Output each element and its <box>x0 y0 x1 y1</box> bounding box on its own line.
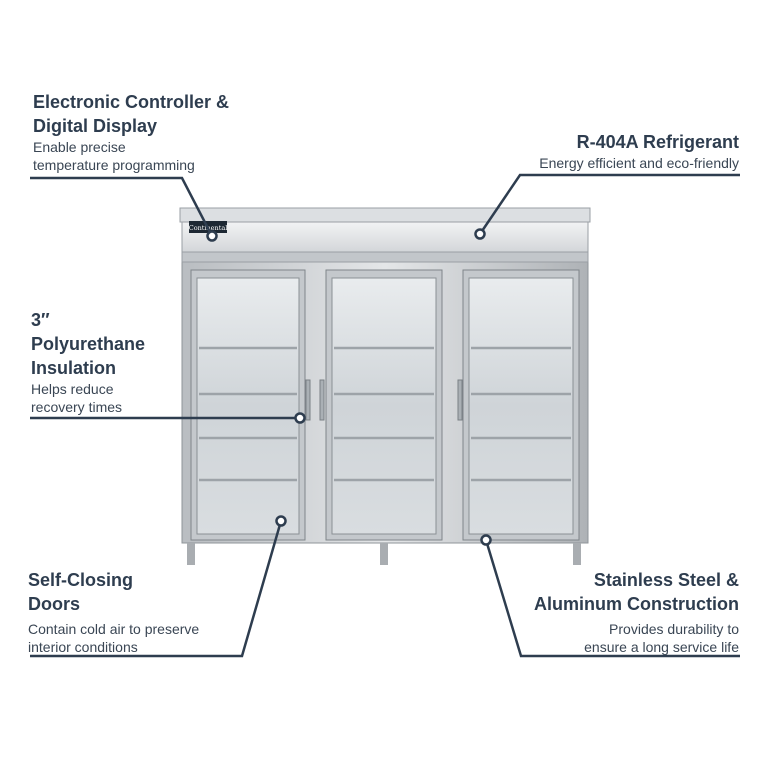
callout-dots <box>206 228 492 546</box>
feature-controller-desc: Enable precise temperature programming <box>33 139 195 173</box>
feature-construction: Stainless Steel & Aluminum Construction … <box>479 568 739 656</box>
feature-insulation-title: 3″ Polyurethane Insulation <box>31 310 146 378</box>
feature-controller-title: Electronic Controller & Digital Display <box>33 92 230 136</box>
door-middle <box>325 269 443 541</box>
legs <box>187 543 581 565</box>
feature-doors: Self-Closing Doors Contain cold air to p… <box>28 568 248 656</box>
feature-refrigerant-title: R-404A Refrigerant <box>576 132 739 152</box>
door-handles <box>305 379 463 421</box>
feature-refrigerant: R-404A Refrigerant Energy efficient and … <box>479 130 739 172</box>
feature-insulation-desc: Helps reduce recovery times <box>31 381 123 415</box>
feature-insulation: 3″ Polyurethane Insulation Helps reduce … <box>31 308 191 416</box>
shelves <box>199 346 571 482</box>
feature-doors-title: Self-Closing Doors <box>28 570 134 614</box>
feature-controller: Electronic Controller & Digital Display … <box>33 90 273 174</box>
feature-construction-title: Stainless Steel & Aluminum Construction <box>534 570 739 614</box>
callout-lines <box>30 173 740 658</box>
door-left <box>190 269 306 541</box>
feature-refrigerant-desc: Energy efficient and eco-friendly <box>539 155 739 171</box>
feature-construction-desc: Provides durability to ensure a long ser… <box>584 621 739 655</box>
door-right <box>462 269 580 541</box>
feature-doors-desc: Contain cold air to preserve interior co… <box>28 621 200 655</box>
